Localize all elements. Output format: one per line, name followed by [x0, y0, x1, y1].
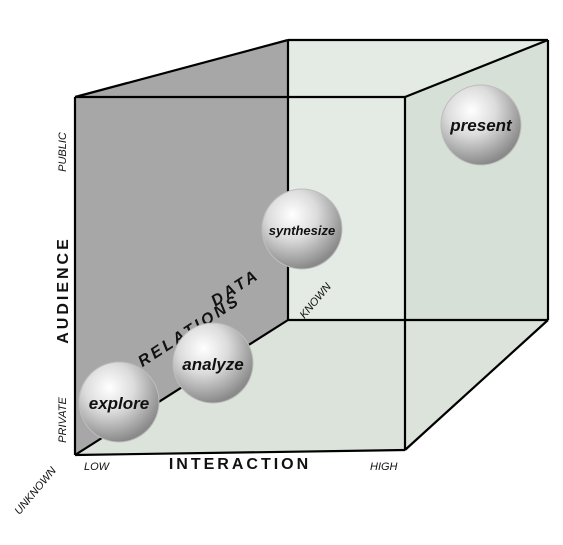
sphere-analyze-label: analyze [182, 355, 243, 374]
sphere-explore: explore [78, 361, 160, 443]
sphere-present-label: present [449, 116, 513, 135]
audience-high-tick: PUBLIC [57, 132, 69, 172]
interaction-high-tick: LOW [84, 461, 111, 473]
sphere-analyze: analyze [172, 322, 254, 404]
sphere-synthesize-label: synthesize [269, 223, 335, 238]
sphere-explore-label: explore [89, 394, 149, 413]
audience-low-tick: PRIVATE [57, 397, 69, 443]
audience-axis-title: AUDIENCE [55, 236, 72, 344]
floor-panel [75, 320, 548, 455]
sphere-present: present [440, 84, 522, 166]
interaction-axis-title: INTERACTION [169, 456, 311, 473]
data-relations-low-tick: UNKNOWN [12, 465, 59, 517]
sphere-synthesize: synthesize [261, 188, 343, 270]
interaction-low-tick: HIGH [370, 461, 398, 473]
